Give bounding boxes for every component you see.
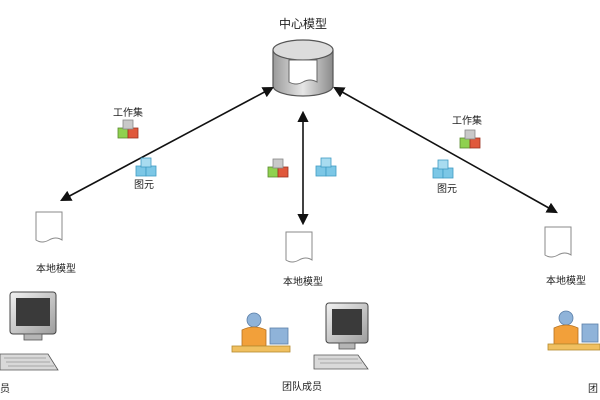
worksets-icon-right [459, 129, 481, 149]
sync-arrow-left [60, 86, 274, 202]
team-member-label-center: 团队成员 [282, 380, 322, 393]
local-model-label-right: 本地模型 [546, 274, 586, 287]
worksets-icon-center [267, 158, 289, 178]
elements-icon-center [315, 157, 337, 177]
team-member-person-icon-right [547, 310, 600, 351]
team-member-label-left: 员 [0, 383, 10, 395]
local-model-label-left: 本地模型 [36, 262, 76, 275]
computer-icon-left [0, 291, 59, 371]
local-model-document-icon-right [544, 226, 572, 258]
elements-label-left: 图元 [134, 179, 154, 191]
worksets-icon-left [117, 119, 139, 139]
elements-icon-left [135, 157, 157, 177]
elements-icon-right [432, 159, 454, 179]
sync-arrow-right [333, 86, 558, 214]
team-member-person-icon-center [231, 312, 291, 353]
central-model-database-icon [272, 39, 334, 97]
team-member-label-right: 团 [588, 383, 598, 395]
computer-icon-center [313, 302, 369, 370]
elements-label-right: 图元 [437, 183, 457, 195]
worksets-label-left: 工作集 [113, 106, 143, 119]
local-model-document-icon-center [285, 231, 313, 263]
central-model-title: 中心模型 [279, 16, 327, 31]
local-model-label-center: 本地模型 [283, 275, 323, 288]
local-model-document-icon-left [35, 211, 63, 243]
worksets-label-right: 工作集 [452, 114, 482, 127]
